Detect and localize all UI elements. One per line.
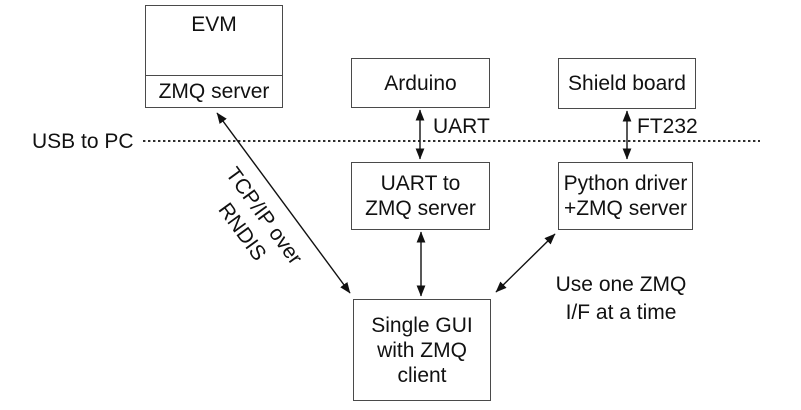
shield-board-box-label: Shield board [568,72,686,95]
single-gui-box-line2: with ZMQ [377,338,467,362]
evm-zmq-server-section: ZMQ server [146,75,282,107]
arrow-pythondriver-to-gui [495,233,556,293]
arduino-box-label: Arduino [384,71,457,95]
zmq-interface-note: Use one ZMQ I/F at a time [550,271,692,327]
arrow-evm-to-gui [216,112,351,294]
ft232-label: FT232 [637,115,698,138]
python-driver-box-line2: +ZMQ server [563,197,688,220]
arduino-box: Arduino [351,58,490,108]
shield-board-box: Shield board [558,58,696,109]
python-driver-box-line1: Python driver [563,172,688,195]
zmq-interface-note-line2: I/F at a time [565,301,677,324]
evm-box: EVM ZMQ server [145,5,283,108]
uart-label: UART [433,115,490,138]
evm-box-title: EVM [191,13,237,36]
single-gui-box: Single GUI with ZMQ client [353,299,491,401]
uart-zmq-server-box-line2: ZMQ server [365,197,476,220]
single-gui-box-line3: client [397,363,447,387]
usb-to-pc-label: USB to PC [32,130,134,153]
zmq-interface-note-line1: Use one ZMQ [555,273,687,296]
python-driver-box: Python driver +ZMQ server [558,162,693,230]
uart-zmq-server-box: UART to ZMQ server [351,162,490,230]
uart-zmq-server-box-line1: UART to [380,172,461,195]
single-gui-box-line1: Single GUI [371,313,473,337]
